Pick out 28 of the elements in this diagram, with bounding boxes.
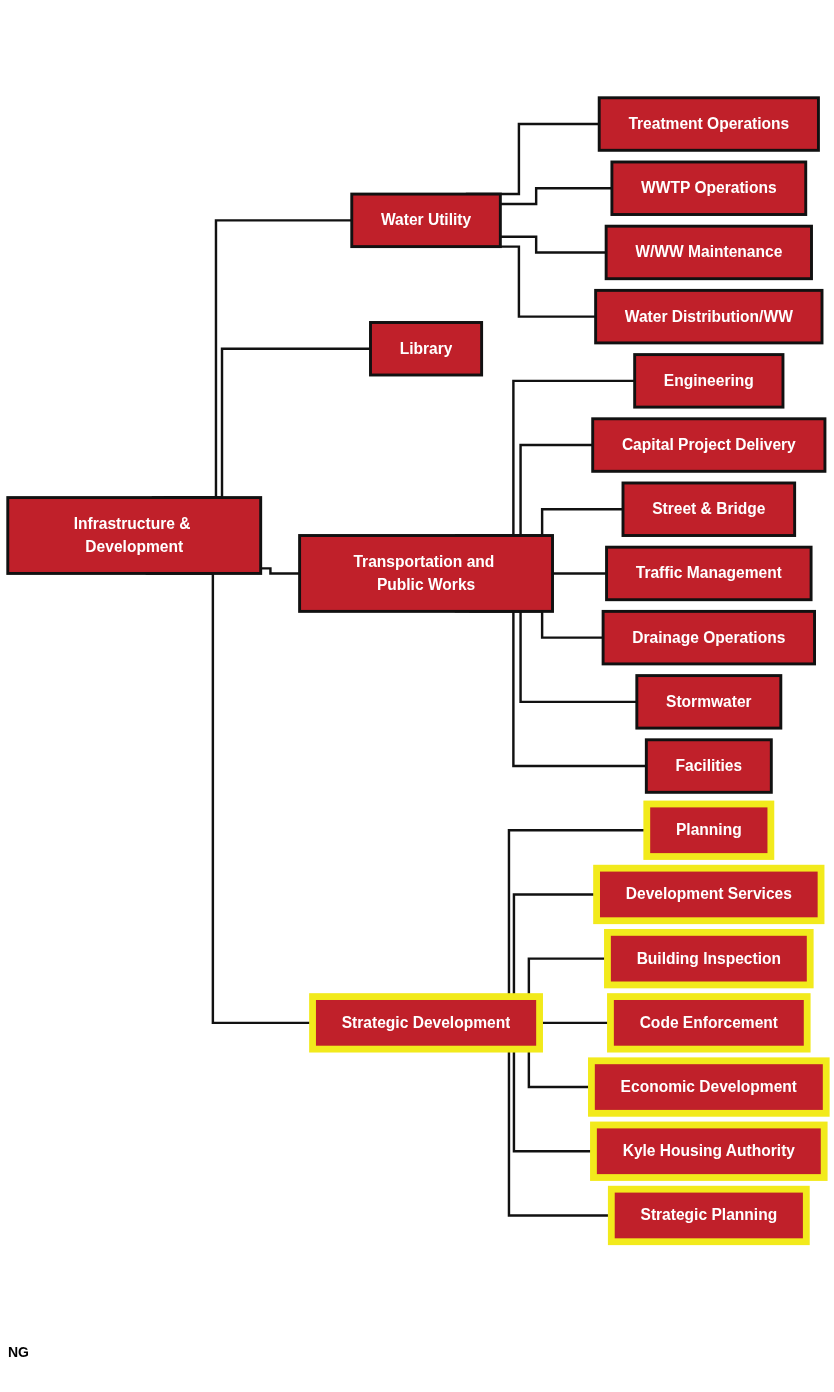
- node-box: Traffic Management: [605, 546, 813, 602]
- node-box: WWTP Operations: [610, 160, 808, 217]
- connector: [260, 567, 300, 575]
- node-box: Strategic Planning: [607, 1186, 810, 1246]
- node-box: Code Enforcement: [607, 993, 811, 1053]
- node-box: Economic Development: [588, 1057, 830, 1117]
- node-box: Capital Project Delivery: [591, 417, 827, 473]
- node-box: Building Inspection: [604, 929, 814, 989]
- node-box: Treatment Operations: [597, 96, 820, 152]
- connector: [552, 572, 607, 575]
- node-box: Strategic Development: [309, 993, 543, 1053]
- node-box: Transportation and Public Works: [298, 534, 554, 614]
- node-box: Facilities: [644, 738, 773, 794]
- node-box: Stormwater: [635, 674, 783, 730]
- node-box: Water Distribution/WW: [594, 289, 824, 345]
- footer-text: NG: [8, 1344, 29, 1360]
- node-box: Library: [369, 321, 484, 377]
- node-box: W/WW Maintenance: [604, 224, 813, 281]
- node-box: Engineering: [633, 353, 785, 409]
- node-box: Development Services: [593, 865, 825, 925]
- connector: [500, 187, 612, 206]
- node-box: Water Utility: [350, 192, 502, 249]
- node-box: Drainage Operations: [601, 610, 816, 666]
- node-box: Infrastructure & Development: [6, 496, 263, 576]
- connector: [500, 235, 607, 254]
- node-box: Kyle Housing Authority: [590, 1121, 828, 1182]
- node-box: Planning: [643, 800, 775, 861]
- node-box: Street & Bridge: [621, 481, 797, 538]
